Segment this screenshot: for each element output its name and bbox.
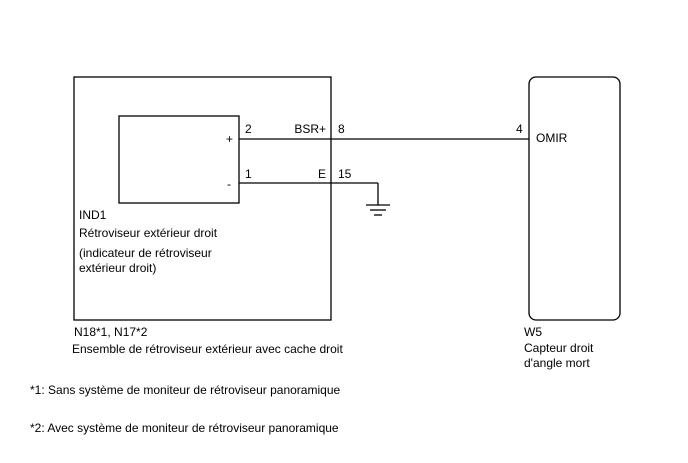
sensor-name-2: d'angle mort — [524, 356, 590, 370]
assembly-connector-codes: N18*1, N17*2 — [74, 325, 148, 339]
ground-icon — [366, 204, 390, 216]
ground-signal-label: E — [318, 167, 326, 181]
indicator-desc-2: extérieur droit) — [79, 261, 156, 275]
indicator-name: Rétroviseur extérieur droit — [79, 226, 218, 240]
ground-assembly-pin: 15 — [338, 167, 352, 181]
footnote-1: *1: Sans système de moniteur de rétrovis… — [30, 383, 340, 397]
indicator-box — [118, 115, 240, 204]
footnote-2: *2: Avec système de moniteur de rétrovis… — [30, 421, 339, 435]
indicator-code: IND1 — [79, 208, 107, 222]
sensor-pin: 4 — [516, 122, 523, 136]
indicator-desc-1: (indicateur de rétroviseur — [79, 246, 212, 260]
sensor-terminal-label: OMIR — [536, 131, 568, 145]
sensor-box — [528, 76, 621, 321]
sensor-name-1: Capteur droit — [524, 341, 594, 355]
bsr-inner-pin: 2 — [245, 122, 252, 136]
assembly-name: Ensemble de rétroviseur extérieur avec c… — [72, 342, 343, 356]
indicator-minus: - — [227, 177, 231, 191]
mirror-assembly-box — [73, 76, 332, 321]
sensor-code: W5 — [524, 325, 542, 339]
indicator-plus: + — [226, 132, 233, 146]
bsr-signal-label: BSR+ — [294, 122, 326, 136]
ground-inner-pin: 1 — [245, 167, 252, 181]
bsr-assembly-pin: 8 — [338, 122, 345, 136]
